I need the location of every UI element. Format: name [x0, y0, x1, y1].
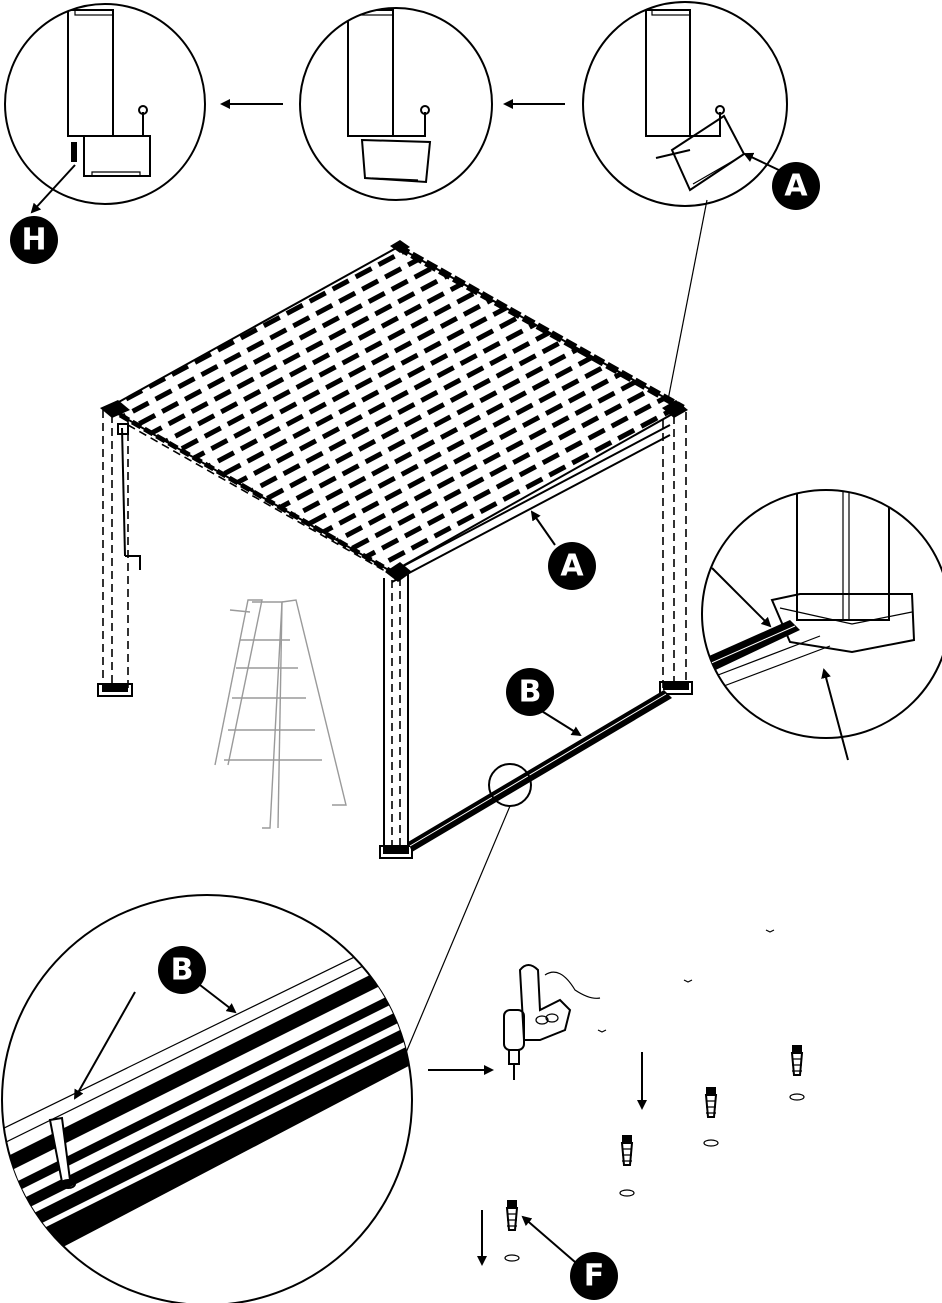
- svg-text:B: B: [519, 675, 542, 710]
- ladder-illustration: [214, 599, 347, 829]
- detail-circle-track: [1, 894, 413, 1303]
- callout-a-top: A: [772, 162, 820, 210]
- callout-b-middle: B: [506, 668, 554, 716]
- detail-circle-step-1: [582, 1, 788, 207]
- detail-circle-step-3: [4, 3, 206, 214]
- zoom-leader-top: [667, 199, 708, 401]
- callout-f-bottom: F: [570, 1252, 618, 1300]
- leader-arrow-a-top: [743, 152, 784, 173]
- zoom-leader-bottom: [404, 805, 511, 1056]
- pergola-structure: [97, 240, 693, 859]
- leader-arrow-screw: [74, 991, 136, 1100]
- callout-h-top: H: [10, 216, 58, 264]
- dust-marks: [597, 929, 775, 1033]
- leader-arrow-base: [821, 668, 849, 761]
- drill-illustration: [503, 964, 601, 1080]
- detail-circle-post-base: [701, 489, 942, 761]
- svg-text:B: B: [171, 953, 194, 988]
- leader-arrow-a-middle: [530, 510, 556, 546]
- leader-arrow-track: [711, 567, 772, 628]
- leader-arrow-h: [30, 164, 76, 214]
- callout-b-detail: B: [158, 946, 206, 994]
- anchor-bolts: [504, 1045, 805, 1262]
- svg-text:A: A: [560, 549, 584, 584]
- leader-arrow-b-detail: [199, 984, 237, 1014]
- svg-text:H: H: [21, 223, 46, 258]
- detail-circle-step-2: [299, 7, 493, 201]
- callout-a-middle: A: [548, 542, 596, 590]
- leader-arrow-f-visible: [521, 1215, 576, 1263]
- svg-text:F: F: [584, 1259, 605, 1294]
- leader-arrow-b-middle: [539, 709, 582, 737]
- svg-text:A: A: [784, 169, 808, 204]
